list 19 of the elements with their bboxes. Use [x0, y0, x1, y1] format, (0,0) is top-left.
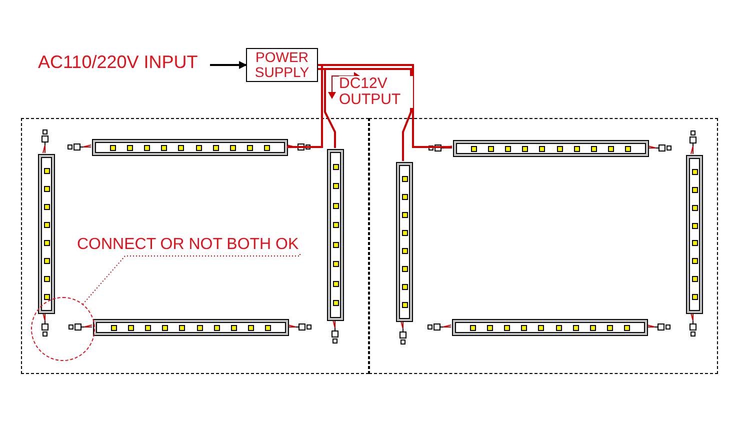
led-strip-drawing: [93, 319, 289, 336]
led-strip-drawing: [396, 162, 413, 322]
group-frame: [369, 118, 718, 374]
arrow: [210, 61, 247, 69]
led-strip-drawing: [686, 155, 703, 314]
wire: [287, 64, 323, 148]
led-strip-drawing: [327, 149, 344, 321]
note-text: CONNECT OR NOT BOTH OK: [77, 235, 313, 255]
output-label: DC12V OUTPUT: [339, 76, 413, 108]
led-strip-drawing: [92, 139, 288, 156]
wire: [318, 68, 412, 161]
input-label: AC110/220V INPUT: [38, 51, 210, 73]
power-supply-box: POWER SUPPLY: [246, 48, 318, 82]
group-frame: [21, 118, 369, 374]
led-strip-drawing: [38, 154, 55, 314]
led-strip-drawing: [453, 140, 649, 157]
leader-line: [82, 254, 300, 304]
wire: [318, 64, 452, 148]
led-strip-drawing: [452, 319, 648, 336]
